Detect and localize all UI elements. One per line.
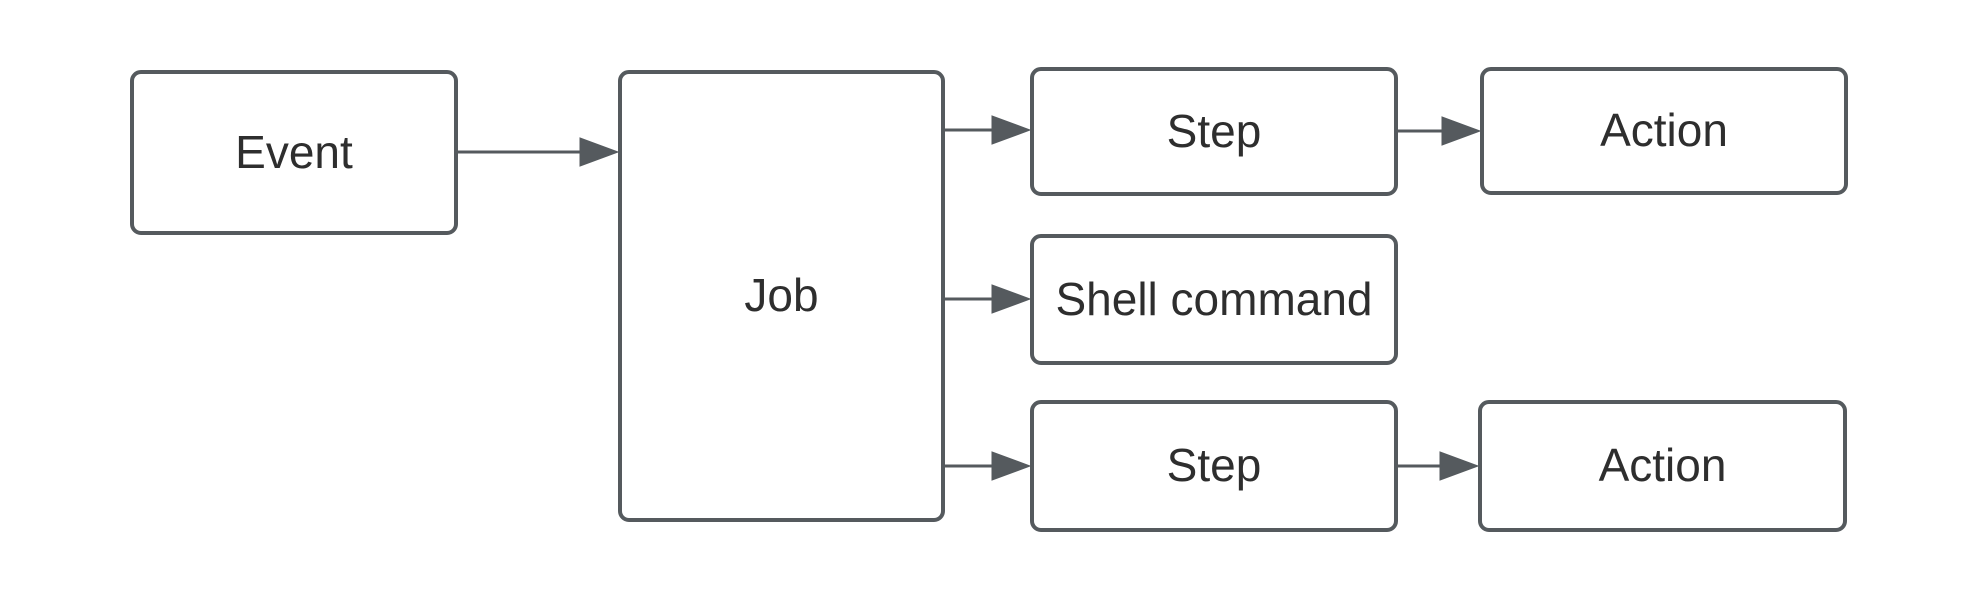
edge-job-to-step-bottom [945, 451, 1032, 481]
node-shell-command-label: Shell command [1055, 272, 1373, 325]
node-action-top: Action [1480, 67, 1848, 195]
node-job-label: Job [744, 269, 819, 322]
node-action-bottom-label: Action [1598, 439, 1727, 492]
node-event: Event [130, 70, 458, 235]
node-action-top-label: Action [1600, 104, 1728, 157]
edge-event-to-job [458, 137, 620, 167]
node-step-top-label: Step [1166, 104, 1262, 157]
edge-job-to-shell-command [945, 284, 1032, 314]
node-step-bottom: Step [1030, 400, 1398, 532]
node-step-top: Step [1030, 67, 1398, 196]
edge-job-to-step-top [945, 115, 1032, 145]
edge-step-bottom-to-action-bottom [1398, 451, 1480, 481]
edge-step-top-to-action-top [1398, 116, 1482, 146]
node-action-bottom: Action [1478, 400, 1847, 532]
node-event-label: Event [235, 125, 353, 178]
node-shell-command: Shell command [1030, 234, 1398, 365]
node-job: Job [618, 70, 945, 522]
node-step-bottom-label: Step [1166, 439, 1262, 492]
